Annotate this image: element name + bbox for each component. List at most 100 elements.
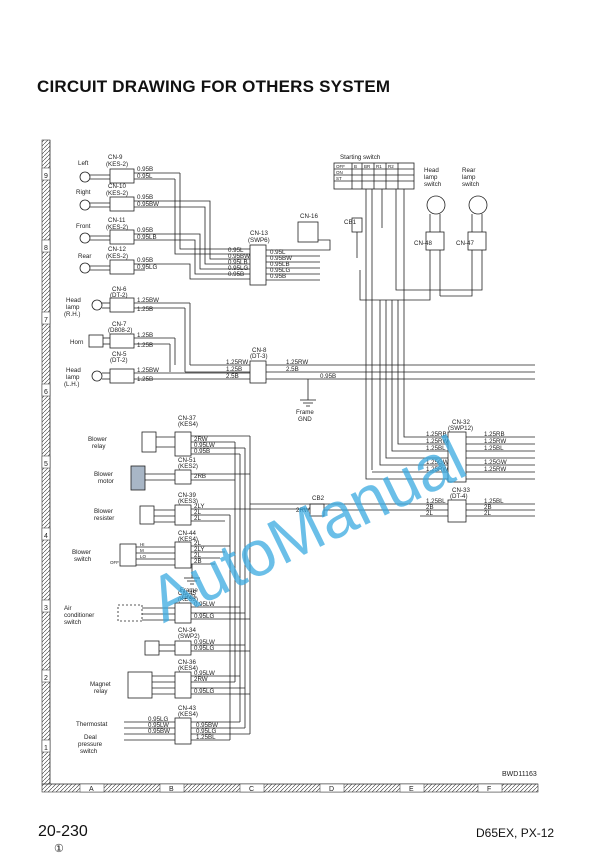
cn39-type: (KES3) (178, 498, 198, 505)
wire-label: 0.95LG (194, 645, 214, 652)
wire-label: 2RW (194, 436, 208, 443)
svg-text:M: M (140, 548, 144, 553)
cn34-label: CN-34 (178, 627, 196, 634)
head-lamp-rh-icon (91, 299, 103, 311)
col-label: D (329, 786, 334, 793)
rear-label: Rear (78, 253, 91, 260)
horn-icon (88, 334, 104, 348)
svg-text:OFF: OFF (110, 560, 119, 565)
wire-label: 1.25BW (137, 297, 159, 304)
wire-label: 1.25B (137, 332, 153, 339)
head-lamp-switch-icon (426, 195, 446, 215)
row-label: 7 (44, 317, 48, 324)
blower-switch-label: Blower (72, 549, 91, 556)
cn5-type: (DT-2) (110, 357, 128, 364)
col-label: B (169, 786, 174, 793)
row-label: 4 (44, 533, 48, 540)
cn12-label: CN-12 (108, 246, 126, 253)
svg-text:relay: relay (94, 688, 108, 695)
head-lamp-rh-label: Head (66, 297, 81, 304)
wire-label: 0.95LG (196, 728, 216, 735)
blower-relay-icon (141, 431, 157, 453)
svg-text:switch: switch (74, 556, 92, 563)
cn7-label: CN-7 (112, 321, 127, 328)
cn43-label: CN-43 (178, 705, 196, 712)
cn7-type: (D808-2) (108, 327, 132, 334)
cn9-label: CN-9 (108, 154, 123, 161)
wire-label: 0.95BW (228, 253, 250, 260)
col-label: A (89, 786, 94, 793)
wire-label: 0.95LW (194, 442, 215, 449)
wire-label: 1.25BL (426, 498, 446, 505)
wire-label: 2L (194, 515, 201, 522)
wire-label: 1.25RB (426, 431, 447, 438)
row-label: 2 (44, 675, 48, 682)
cn10-label: CN-10 (108, 183, 126, 190)
wire-label: 1.25RW (286, 359, 308, 366)
wire-label: 0.95B (320, 373, 336, 380)
drawing-code: BWD11163 (502, 771, 537, 778)
wire-label: 0.95LW (194, 639, 215, 646)
wire-label: 0.95B (137, 227, 153, 234)
cn13-label: CN-13 (250, 230, 268, 237)
wire-label: 0.95BW (196, 722, 218, 729)
wire-label: 0.95LG (148, 716, 168, 723)
cn32-label: CN-32 (452, 419, 470, 426)
front-label: Front (76, 223, 91, 230)
cn32-type: (SWP12) (448, 425, 473, 432)
svg-text:ON: ON (336, 170, 343, 175)
rear-lamp-switch-label: Rear (462, 167, 475, 174)
row-labels: 9 8 7 6 5 4 3 2 1 (41, 167, 51, 753)
svg-text:pressure: pressure (78, 741, 103, 748)
blower-relay-label: Blower (88, 436, 107, 443)
cn6-type: (DT-2) (110, 292, 128, 299)
wire-label: 2L (484, 510, 491, 517)
cn44-label: CN-44 (178, 530, 196, 537)
frame-gnd2-label: Frame (180, 587, 198, 594)
cn12-type: (KES-2) (106, 253, 128, 260)
cn39-label: CN-39 (178, 492, 196, 499)
svg-text:lamp: lamp (424, 174, 438, 181)
row-label: 6 (44, 389, 48, 396)
front-lamp-motor-icon (79, 232, 91, 244)
row-label: 1 (44, 745, 48, 752)
wire-label: 1.25BL (484, 498, 504, 505)
magnet-relay-label: Magnet (90, 681, 111, 688)
ac-switch-label: Air (64, 605, 72, 612)
row-label: 5 (44, 461, 48, 468)
svg-text:switch: switch (64, 619, 82, 626)
cn9-type: (KES-2) (106, 161, 128, 168)
svg-text:lamp: lamp (462, 174, 476, 181)
left-label: Left (78, 160, 89, 167)
cn44-type: (KES4) (178, 536, 198, 543)
model-label: D65EX, PX-12 (476, 826, 555, 840)
svg-text:motor: motor (98, 478, 114, 485)
diode-icon (144, 640, 160, 656)
wire-label: 2.5B (286, 366, 299, 373)
cn33-label: CN-33 (452, 487, 470, 494)
wire-label: 2B (426, 504, 434, 511)
cn11-type: (KES-2) (106, 224, 128, 231)
cn51-label: CN-51 (178, 457, 196, 464)
left-lamp-motor-icon (79, 171, 91, 183)
cn47-label: CN-47 (456, 240, 474, 247)
right-lamp-motor-icon (79, 199, 91, 211)
svg-text:switch: switch (462, 181, 480, 188)
page-number: 20-230 (38, 823, 88, 840)
cn5-label: CN-5 (112, 351, 127, 358)
wire-label: 0.95B (137, 194, 153, 201)
magnet-relay-icon (127, 671, 153, 699)
wire-label: 0.95LG (194, 613, 214, 620)
col-label: F (487, 786, 491, 793)
svg-text:(L.H.): (L.H.) (64, 381, 79, 388)
wire-label: 2RW (194, 676, 208, 683)
cn36-type: (KES4) (178, 665, 198, 672)
cn37-type: (KES4) (178, 421, 198, 428)
blower-resister-label: Blower (94, 508, 113, 515)
cb1-label: CB1 (344, 219, 357, 226)
cb2-label: CB2 (312, 495, 325, 502)
wire-label: 0.95LB (270, 261, 290, 268)
wire-label: 0.95LG (194, 688, 214, 695)
svg-text:LO: LO (140, 554, 147, 559)
wire-label: 0.95LB (228, 259, 248, 266)
